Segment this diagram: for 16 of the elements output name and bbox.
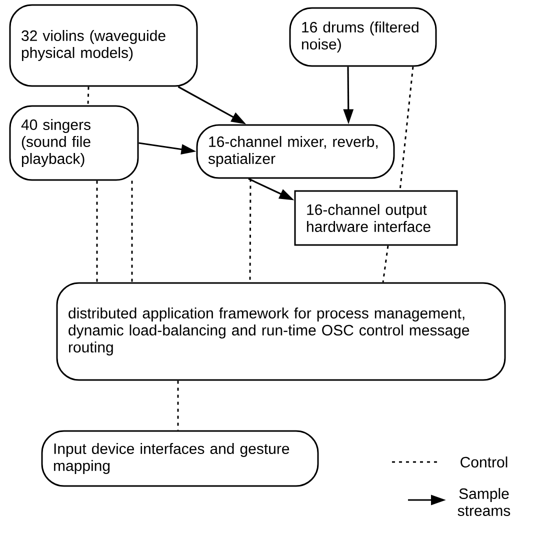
- control-line: [249, 178, 252, 282]
- process-box: 16-channel mixer, reverb, spatializer: [196, 124, 395, 179]
- process-box: distributed application framework for process management, dynamic load-balancing and run-time OSC control message routing: [56, 282, 506, 381]
- legend-text: Sample streams: [458, 488, 510, 516]
- process-box: 32 violins (waveguide physical models): [9, 4, 198, 87]
- control-line: [399, 66, 414, 190]
- control-line: [87, 86, 90, 106]
- control-line: [177, 380, 179, 430]
- control-line: [382, 246, 389, 282]
- process-box: Input device interfaces and gesture mapping: [41, 430, 319, 487]
- process-box: 16-channel output hardware interface: [294, 190, 458, 246]
- process-box: 40 singers (sound file playback): [9, 105, 139, 181]
- control-line: [96, 180, 98, 282]
- control-line: [131, 180, 133, 282]
- process-box: 16 drums (filtered noise): [289, 7, 437, 67]
- legend-text: Control: [460, 456, 508, 468]
